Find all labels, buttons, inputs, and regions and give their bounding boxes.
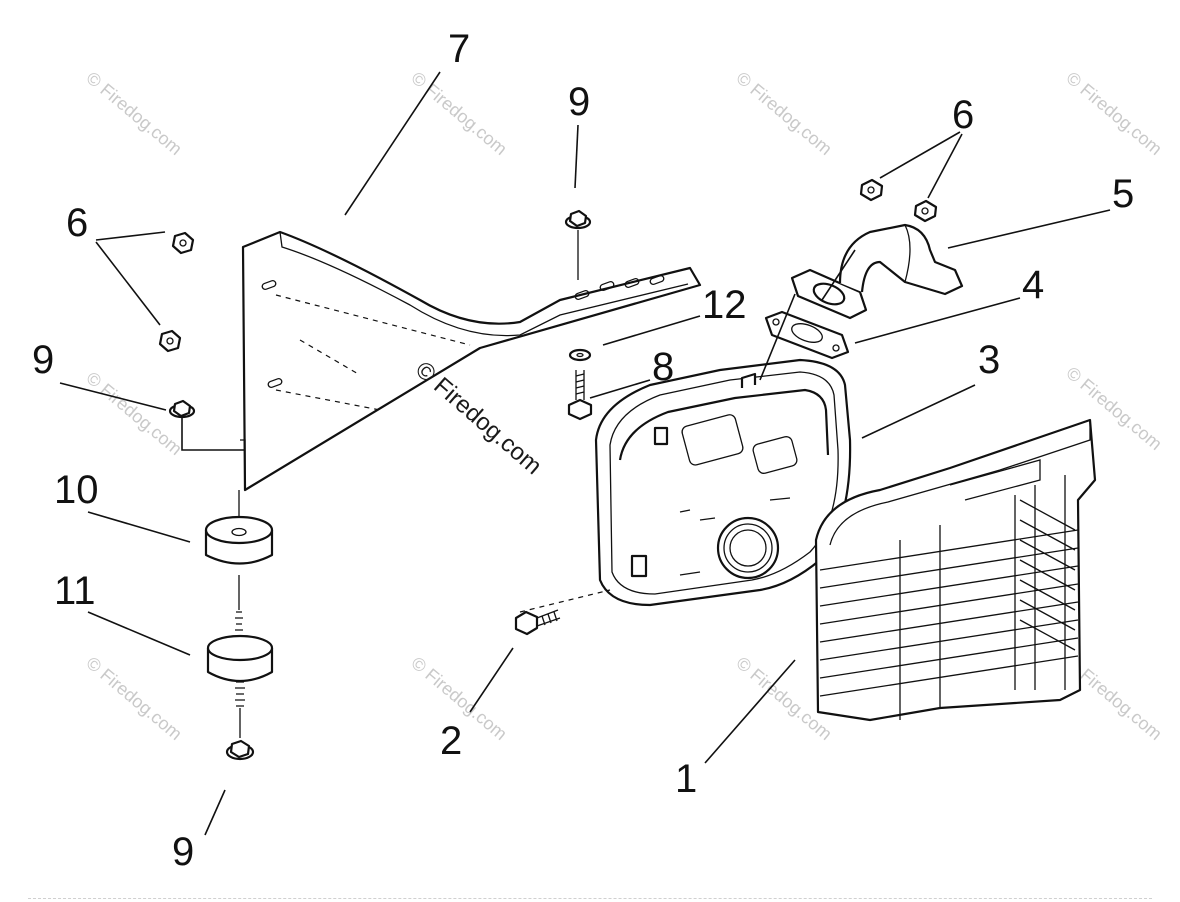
nut-part-6-right xyxy=(859,178,938,223)
callout-label: 9 xyxy=(32,338,54,382)
callout-label: 6 xyxy=(66,201,88,245)
watermark: © Firedog.com xyxy=(407,68,510,159)
callout-label: 9 xyxy=(172,830,194,874)
stud-mount-part-11 xyxy=(206,611,274,761)
watermark: © Firedog.com xyxy=(732,68,835,159)
callout-label: 6 xyxy=(952,93,974,137)
callout-label: 4 xyxy=(1022,263,1044,307)
watermark: © Firedog.com xyxy=(82,68,185,159)
nut-part-6-left xyxy=(158,231,195,353)
callout-label: 5 xyxy=(1112,172,1134,216)
callout-label: 12 xyxy=(702,283,747,327)
callout-label: 11 xyxy=(54,569,96,613)
callout-labels: 7 9 6 9 6 5 4 12 8 3 10 11 2 1 9 xyxy=(32,27,1134,874)
washer-part-12 xyxy=(568,348,592,362)
exhaust-pipe-part-5 xyxy=(759,223,964,381)
watermark: © Firedog.com xyxy=(82,653,185,744)
bracket-part-7 xyxy=(240,230,702,492)
watermark: © Firedog.com xyxy=(1062,68,1165,159)
callout-label: 9 xyxy=(568,80,590,124)
muffler-part-3 xyxy=(519,358,852,613)
center-watermark: © Firedog.com xyxy=(410,356,547,480)
footer-rule xyxy=(28,898,1152,900)
callout-label: 3 xyxy=(978,338,1000,382)
callout-label: 10 xyxy=(54,468,99,512)
gasket-part-4 xyxy=(764,310,850,360)
flange-nut-part-9-left xyxy=(168,399,245,451)
callout-label: 2 xyxy=(440,719,462,763)
callout-label: 7 xyxy=(448,27,470,71)
rubber-mount-part-10 xyxy=(204,490,274,610)
screw-part-2 xyxy=(514,609,561,636)
leader-lines xyxy=(59,71,1111,836)
callout-label: 1 xyxy=(675,757,697,801)
callout-label: 8 xyxy=(652,345,674,389)
bolt-part-8 xyxy=(567,370,593,421)
flange-nut-part-9-top xyxy=(564,209,592,280)
heat-shield-part-1 xyxy=(814,418,1097,722)
